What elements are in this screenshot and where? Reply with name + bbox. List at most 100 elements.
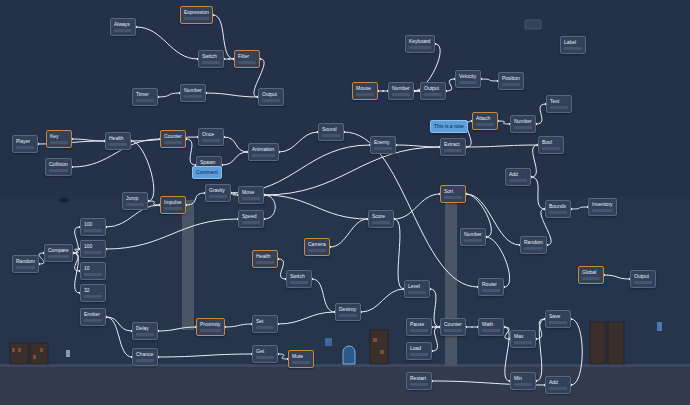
shelves [10, 322, 624, 364]
block-port-row [16, 266, 35, 269]
connector-wire [206, 93, 258, 97]
behavior-block: Restart [406, 372, 432, 390]
block-label: Global [582, 269, 600, 275]
block-port-row [482, 289, 500, 292]
behavior-block: Global [578, 266, 604, 284]
behavior-block: Extract [440, 138, 466, 156]
behavior-block: Sound [318, 123, 344, 141]
block-port-row [292, 361, 310, 364]
block-port-row [256, 261, 274, 264]
block-label: Sort [444, 188, 462, 194]
block-port-row [184, 17, 209, 20]
behavior-block: Set [252, 315, 278, 333]
behavior-block: Mute [288, 350, 314, 368]
block-port-row [109, 143, 127, 146]
block-label: Compare [48, 247, 69, 253]
block-label: Proximity [200, 321, 221, 327]
block-label: Level [408, 283, 426, 289]
block-port-row [444, 149, 462, 152]
connector-wire [73, 249, 80, 253]
behavior-block: Expression [180, 6, 213, 24]
block-port-row [550, 106, 568, 109]
block-port-row [482, 329, 500, 332]
block-label: Chance [136, 351, 154, 357]
connector-wire [186, 193, 205, 205]
block-label: Number [392, 85, 410, 91]
block-label: Output [262, 91, 280, 97]
block-label: Mute [292, 353, 310, 359]
block-label: Animation [252, 146, 275, 152]
block-label: Switch [202, 53, 220, 59]
behavior-block: Gravity [205, 184, 231, 202]
behavior-block: Destroy [335, 303, 361, 321]
behavior-block: Pause [406, 318, 432, 336]
block-label: Random [16, 258, 35, 264]
block-port-row [634, 281, 652, 284]
connector-wire [224, 59, 234, 60]
block-label: Bounds [549, 203, 567, 209]
block-label: Timer [136, 91, 154, 97]
connector-wire [224, 137, 248, 152]
connector-wire [106, 219, 238, 249]
connector-wire [432, 327, 440, 351]
block-label: Key [50, 133, 68, 139]
block-label: 100 [84, 243, 102, 249]
behavior-block: Animation [248, 143, 279, 161]
block-label: Always [114, 21, 132, 27]
block-port-row [50, 141, 68, 144]
block-label: Number [464, 231, 482, 237]
block-port-row [408, 291, 426, 294]
behavior-block: Mouse [352, 82, 378, 100]
block-port-row [242, 197, 260, 200]
block-label: Delay [136, 325, 154, 331]
connector-wire [394, 219, 404, 289]
block-port-row [126, 203, 144, 206]
block-label: Attach [476, 115, 494, 121]
block-port-row [308, 249, 326, 252]
comment-note: This is a note [430, 120, 468, 133]
block-label: Counter [164, 133, 182, 139]
connector-wire [279, 132, 318, 152]
block-label: Text [550, 98, 568, 104]
block-port-row [374, 147, 392, 150]
block-port-row [524, 247, 543, 250]
block-label: Set [256, 318, 274, 324]
behavior-block: Min [510, 372, 536, 390]
connector-wire [394, 194, 440, 219]
behavior-block: Attach [472, 112, 498, 130]
block-port-row [84, 295, 102, 298]
connector-wire [498, 121, 510, 124]
block-label: Output [424, 85, 442, 91]
connector-wire [446, 79, 455, 91]
block-port-row [424, 93, 442, 96]
block-label: Sound [322, 126, 340, 132]
behavior-block: Player [12, 135, 38, 153]
block-port-row [164, 207, 182, 210]
block-label: Velocity [459, 73, 477, 79]
block-port-row [502, 83, 520, 86]
behavior-block: Math [478, 318, 504, 336]
block-label: Filter [238, 53, 256, 59]
block-port-row [410, 383, 428, 386]
connector-wire [264, 147, 440, 195]
connector-wire [571, 207, 588, 209]
block-label: Max [514, 333, 532, 339]
behavior-block: Output [630, 270, 656, 288]
behavior-block: Delay [132, 322, 158, 340]
connector-wire [72, 139, 105, 141]
block-port-row [84, 273, 102, 276]
behavior-block: Number [180, 84, 206, 102]
block-label: 32 [84, 287, 102, 293]
block-label: Pause [410, 321, 428, 327]
block-port-row [444, 329, 462, 332]
block-port-row [549, 387, 567, 390]
block-label: Score [372, 213, 390, 219]
block-label: Switch [290, 273, 308, 279]
behavior-block: Output [258, 88, 284, 106]
block-label: Destroy [339, 306, 357, 312]
block-port-row [49, 169, 68, 172]
connector-wire [264, 195, 275, 219]
block-port-row [238, 61, 256, 64]
